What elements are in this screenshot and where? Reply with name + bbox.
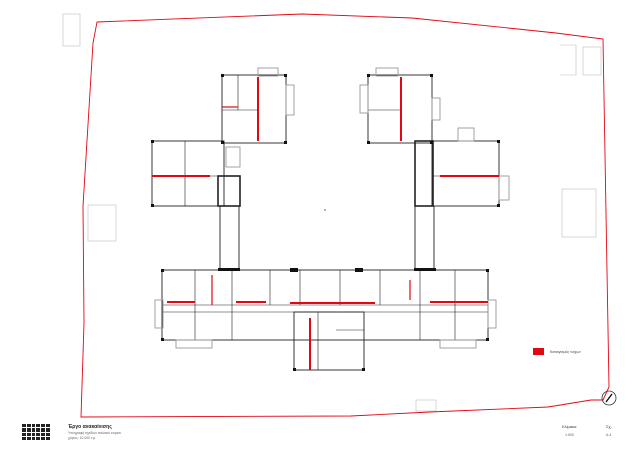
building-walls [151,67,510,371]
stair-annex [431,97,441,121]
entrance-porch [375,67,399,77]
stair-core [217,175,241,207]
office-logo [22,424,50,440]
context-building [560,44,577,76]
side-entrance [487,299,497,329]
context-building [582,46,602,76]
sheet-label: Σχ. [606,424,612,429]
legend-swatch [533,348,544,355]
corridor-west [219,205,240,271]
title-block: Έργο ανακαίνισης Υπογραφή σχεδίου παλαιο… [22,424,620,446]
block-ne-lower [431,140,500,207]
balcony [498,175,510,201]
context-building [561,188,597,238]
drawing-legend: Καταιγισμός τοίχων [533,348,581,355]
project-title: Έργο ανακαίνισης [68,424,112,430]
stair-annex [285,84,295,116]
porch [457,127,475,142]
site-boundary [80,13,610,418]
balcony [225,146,241,168]
block-nw-lower [151,140,225,207]
context-buildings [62,13,602,412]
corridor-east [414,205,435,271]
stair-annex [359,84,369,114]
south-porch [439,339,477,349]
legend-label: Καταιγισμός τοίχων [550,349,581,354]
scale-label: Κλίμακα [562,424,577,429]
north-arrow-icon [601,390,617,406]
south-projection [293,311,365,371]
wall-piers [151,74,500,371]
project-subtitle: Υπογραφή σχεδίου παλαιού κτιρίου [68,431,122,435]
side-entrance [154,299,164,329]
block-nw-upper [221,74,287,144]
entrance-porch [257,67,279,77]
project-area: χώρος: 10.000 τ.μ. [68,436,97,440]
context-building [87,204,117,242]
context-building [62,13,81,47]
demolition-walls [152,77,499,370]
sheet-value: Α.4 [606,433,612,437]
context-building [415,399,437,412]
stair-core [414,140,434,207]
scale-value: 1:500 [565,433,574,437]
south-porch [175,339,213,349]
survey-point [324,209,326,211]
